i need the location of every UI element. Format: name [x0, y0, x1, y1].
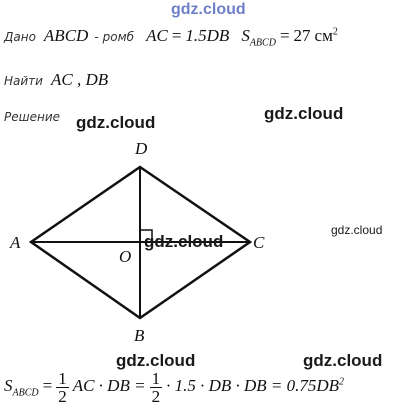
- watermark-right: gdz.cloud: [264, 104, 344, 123]
- vertex-label-b: B: [134, 326, 145, 345]
- area-formula: SABCD = 1 2 AC · DB = 1 2 · 1.5 · DB · D…: [4, 370, 344, 405]
- fraction-2-denominator: 2: [151, 387, 161, 406]
- find-items: AC , DB: [50, 70, 109, 89]
- fraction-1-numerator: 1: [56, 369, 69, 388]
- right-angle-mark: [140, 229, 153, 242]
- given-relation-eq: =: [171, 26, 182, 45]
- watermark-center: gdz.cloud: [144, 232, 224, 251]
- formula-part1: AC · DB =: [72, 376, 146, 396]
- formula-part2: · 1.5 · DB · DB = 0.75DB2: [166, 376, 345, 396]
- given-area-sub: ABCD: [249, 37, 276, 49]
- given-dash: -: [94, 30, 99, 44]
- find-line: Найти AC , DB: [4, 70, 108, 90]
- given-area-symbol: SABCD: [241, 26, 276, 49]
- formula-lhs-sub: ABCD: [12, 387, 39, 399]
- formula-lhs: SABCD: [4, 376, 39, 399]
- given-type-word: ромб: [102, 30, 135, 44]
- given-relation-rhs: 1.5DB: [185, 26, 230, 45]
- given-area-unit: см2: [314, 26, 338, 45]
- given-area-value: 27: [293, 26, 311, 45]
- formula-fraction-1: 1 2: [56, 370, 69, 405]
- vertex-label-a: A: [9, 233, 21, 252]
- watermark-small: gdz.cloud: [331, 223, 383, 237]
- watermark-top: gdz.cloud: [171, 1, 246, 18]
- vertex-label-d: D: [134, 139, 148, 158]
- vertex-label-c: C: [253, 233, 265, 252]
- formula-fraction-2: 1 2: [149, 369, 163, 406]
- watermark-bottom-right: gdz.cloud: [303, 351, 383, 370]
- watermark-solution: gdz.cloud: [76, 113, 156, 132]
- formula-part2-pow: 2: [339, 376, 345, 388]
- vertex-label-o: O: [119, 247, 131, 266]
- given-area-unit-pow: 2: [332, 26, 338, 38]
- given-line: Дано ABCD - ромб AC = 1.5DB SABCD = 27 с…: [4, 26, 338, 48]
- solution-label: Решение: [4, 110, 61, 124]
- fraction-1-denominator: 2: [58, 387, 67, 406]
- given-area-eq: =: [279, 26, 290, 45]
- given-relation-lhs: AC: [146, 26, 168, 45]
- find-label: Найти: [4, 74, 43, 88]
- given-figure: ABCD: [43, 26, 89, 45]
- fraction-2-numerator: 1: [149, 369, 163, 388]
- formula-eq1: =: [42, 376, 53, 396]
- given-label: Дано: [4, 30, 36, 44]
- watermark-bottom-left: gdz.cloud: [116, 351, 196, 370]
